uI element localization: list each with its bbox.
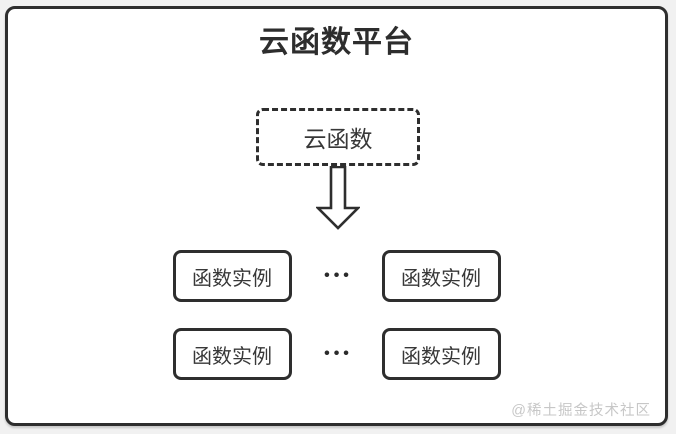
ellipsis: ••• — [324, 345, 353, 362]
function-instance-label: 函数实例 — [401, 267, 481, 290]
platform-container: 云函数平台 云函数 函数实例 ••• 函数实例 函数实例 ••• 函数实例 — [5, 6, 668, 426]
function-instance-node: 函数实例 — [172, 328, 292, 380]
cloud-function-label: 云函数 — [303, 126, 373, 152]
function-instance-label: 函数实例 — [192, 345, 272, 368]
function-instance-label: 函数实例 — [192, 267, 272, 290]
function-instance-node: 函数实例 — [381, 250, 501, 302]
ellipsis: ••• — [324, 267, 353, 284]
instance-row-1: 函数实例 ••• 函数实例 — [8, 250, 665, 302]
diagram-title: 云函数平台 — [259, 26, 414, 59]
function-instance-node: 函数实例 — [381, 328, 501, 380]
instance-row-2: 函数实例 ••• 函数实例 — [8, 328, 665, 380]
function-instance-label: 函数实例 — [401, 345, 481, 368]
down-arrow-icon — [316, 166, 360, 230]
function-instance-node: 函数实例 — [172, 250, 292, 302]
watermark: @稀土掘金技术社区 — [511, 403, 651, 419]
cloud-function-node: 云函数 — [256, 108, 420, 166]
